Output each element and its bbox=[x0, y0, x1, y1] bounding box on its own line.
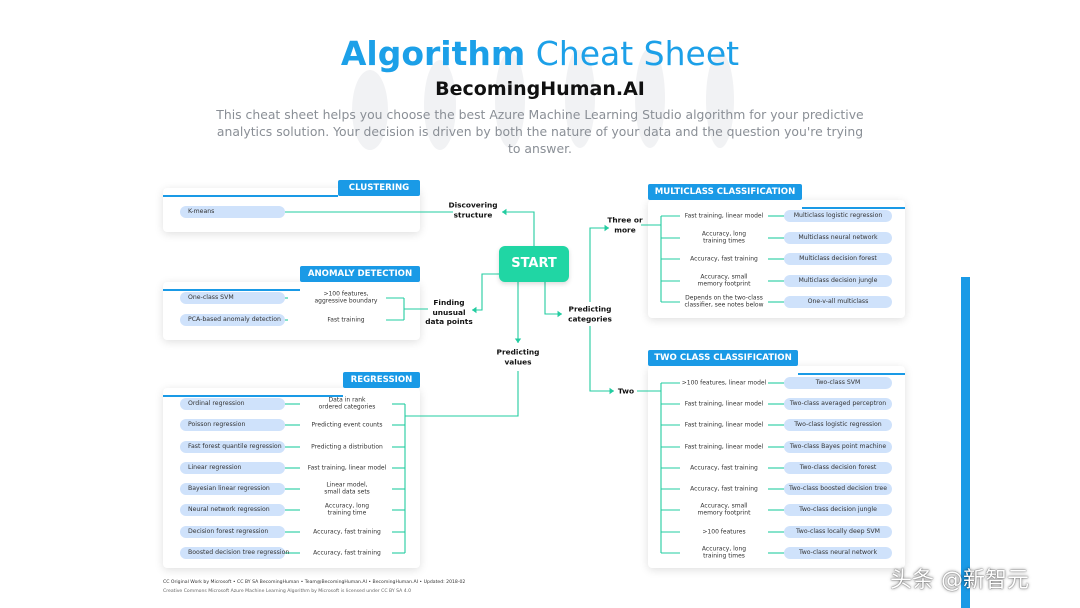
multiclass-header: MULTICLASS CLASSIFICATION bbox=[648, 184, 802, 200]
condition-label: Fast training, linear model bbox=[307, 464, 387, 472]
algorithm-pill[interactable]: One-class SVM bbox=[180, 292, 285, 304]
categories-to-two bbox=[589, 326, 614, 392]
condition-label: Fast training bbox=[327, 316, 365, 324]
node-two: Two bbox=[617, 386, 635, 396]
title-bold: Algorithm bbox=[340, 34, 526, 73]
algorithm-pill[interactable]: One-v-all multiclass bbox=[784, 296, 892, 308]
arrow-head bbox=[514, 338, 522, 343]
algorithm-pill[interactable]: Neural network regression bbox=[180, 504, 285, 516]
arrow-head bbox=[557, 310, 562, 318]
algorithm-pill[interactable]: Two-class decision forest bbox=[784, 462, 892, 474]
algorithm-pill[interactable]: Linear regression bbox=[180, 462, 285, 474]
algorithm-pill[interactable]: Decision forest regression bbox=[180, 526, 285, 538]
clustering-header-line bbox=[163, 195, 338, 197]
description: This cheat sheet helps you choose the be… bbox=[216, 107, 864, 156]
algorithm-pill[interactable]: Two-class boosted decision tree bbox=[784, 483, 892, 495]
multiclass-header-line bbox=[802, 207, 905, 209]
start-to-discovering bbox=[502, 211, 535, 246]
algorithm-pill[interactable]: Ordinal regression bbox=[180, 398, 285, 410]
condition-label: Fast training, linear model bbox=[684, 421, 764, 429]
algorithm-pill[interactable]: Fast forest quantile regression bbox=[180, 441, 285, 453]
algorithm-pill[interactable]: Poisson regression bbox=[180, 419, 285, 431]
algorithm-pill[interactable]: Two-class SVM bbox=[784, 377, 892, 389]
algorithm-pill[interactable]: Boosted decision tree regression bbox=[180, 547, 289, 559]
start-to-categories bbox=[544, 282, 562, 315]
condition-label: Predicting a distribution bbox=[311, 443, 383, 451]
regression-header: REGRESSION bbox=[343, 372, 420, 388]
algorithm-pill[interactable]: Bayesian linear regression bbox=[180, 483, 285, 495]
arrow-head bbox=[472, 306, 477, 314]
clustering-header: CLUSTERING bbox=[338, 180, 420, 196]
condition-label: Fast training, linear model bbox=[684, 400, 764, 408]
regression-panel bbox=[163, 388, 420, 568]
twoclass-header: TWO CLASS CLASSIFICATION bbox=[648, 350, 798, 366]
condition-label: Accuracy, fast training bbox=[313, 528, 381, 536]
watermark: 头条 @新智元 bbox=[890, 568, 1029, 593]
start-node: START bbox=[499, 246, 569, 282]
anomaly-header: ANOMALY DETECTION bbox=[300, 266, 420, 282]
categories-to-three bbox=[589, 227, 609, 302]
footer-license: Creative Commons Microsoft Azure Machine… bbox=[163, 589, 412, 594]
algorithm-pill[interactable]: Multiclass decision jungle bbox=[784, 275, 892, 287]
arrow-head bbox=[604, 224, 609, 232]
algorithm-pill[interactable]: Two-class locally deep SVM bbox=[784, 526, 892, 538]
page-title: Algorithm Cheat Sheet bbox=[0, 34, 1080, 74]
algorithm-pill[interactable]: Two-class Bayes point machine bbox=[784, 441, 892, 453]
anomaly-panel bbox=[163, 282, 420, 340]
anomaly-header-line bbox=[163, 289, 300, 291]
regression-connector bbox=[405, 371, 519, 417]
condition-label: Fast training, linear model bbox=[684, 212, 764, 220]
side-accent-bar bbox=[961, 277, 970, 608]
evolution-silhouette-background bbox=[352, 50, 734, 150]
condition-label: >100 features,aggressive boundary bbox=[314, 290, 378, 305]
algorithm-pill[interactable]: Multiclass logistic regression bbox=[784, 210, 892, 222]
arrow-head bbox=[609, 387, 614, 395]
algorithm-pill[interactable]: Two-class logistic regression bbox=[784, 419, 892, 431]
algorithm-pill[interactable]: Two-class decision jungle bbox=[784, 504, 892, 516]
condition-label: >100 features bbox=[702, 528, 746, 536]
start-to-anomaly bbox=[472, 273, 499, 311]
condition-label: Accuracy, fast training bbox=[690, 464, 758, 472]
arrow-head bbox=[502, 208, 507, 216]
condition-label: Linear model,small data sets bbox=[324, 481, 370, 496]
footer-credits: CC Original Work by Microsoft • CC BY SA… bbox=[163, 580, 466, 585]
twoclass-header-line bbox=[798, 373, 905, 375]
regression-header-line bbox=[163, 395, 343, 397]
title-light: Cheat Sheet bbox=[525, 34, 740, 73]
condition-label: Accuracy, fast training bbox=[313, 549, 381, 557]
condition-label: Predicting event counts bbox=[311, 421, 383, 429]
algorithm-pill[interactable]: Multiclass neural network bbox=[784, 232, 892, 244]
condition-label: Fast training, linear model bbox=[684, 443, 764, 451]
algorithm-pill[interactable]: PCA-based anomaly detection bbox=[180, 314, 285, 326]
algorithm-pill[interactable]: Multiclass decision forest bbox=[784, 253, 892, 265]
brand-name: BecomingHuman.AI bbox=[435, 78, 645, 100]
condition-label: >100 features, linear model bbox=[681, 379, 767, 387]
condition-label: Accuracy, fast training bbox=[690, 255, 758, 263]
algorithm-pill[interactable]: Two-class neural network bbox=[784, 547, 892, 559]
algorithm-pill[interactable]: Two-class averaged perceptron bbox=[784, 398, 892, 410]
condition-label: Accuracy, fast training bbox=[690, 485, 758, 493]
algorithm-pill[interactable]: K-means bbox=[180, 206, 285, 218]
